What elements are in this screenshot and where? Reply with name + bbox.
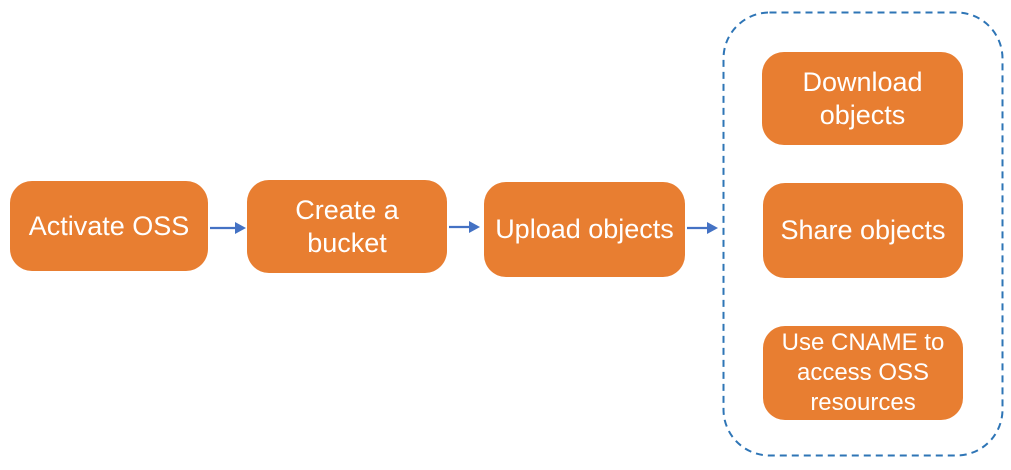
- flow-arrow-3: [687, 222, 718, 234]
- node-create-bucket-label: Create a bucket: [295, 195, 399, 258]
- post-upload-actions-group: [722, 11, 1004, 457]
- node-download-objects: Download objects: [762, 52, 963, 145]
- node-share-objects: Share objects: [763, 183, 963, 278]
- node-share-objects-label: Share objects: [780, 215, 946, 246]
- node-upload-objects-label: Upload objects: [495, 214, 674, 245]
- flow-arrow-2: [449, 221, 480, 233]
- node-use-cname-label: Use CNAME to access OSS resources: [781, 329, 945, 416]
- node-download-objects-label: Download objects: [802, 67, 923, 130]
- flow-arrow-1: [210, 222, 246, 234]
- node-create-bucket: Create a bucket: [247, 180, 447, 273]
- node-activate-oss: Activate OSS: [10, 181, 208, 271]
- node-activate-oss-label: Activate OSS: [28, 210, 190, 241]
- node-upload-objects: Upload objects: [484, 182, 685, 277]
- node-use-cname: Use CNAME to access OSS resources: [763, 326, 963, 420]
- group-dashed-border: [722, 11, 1004, 457]
